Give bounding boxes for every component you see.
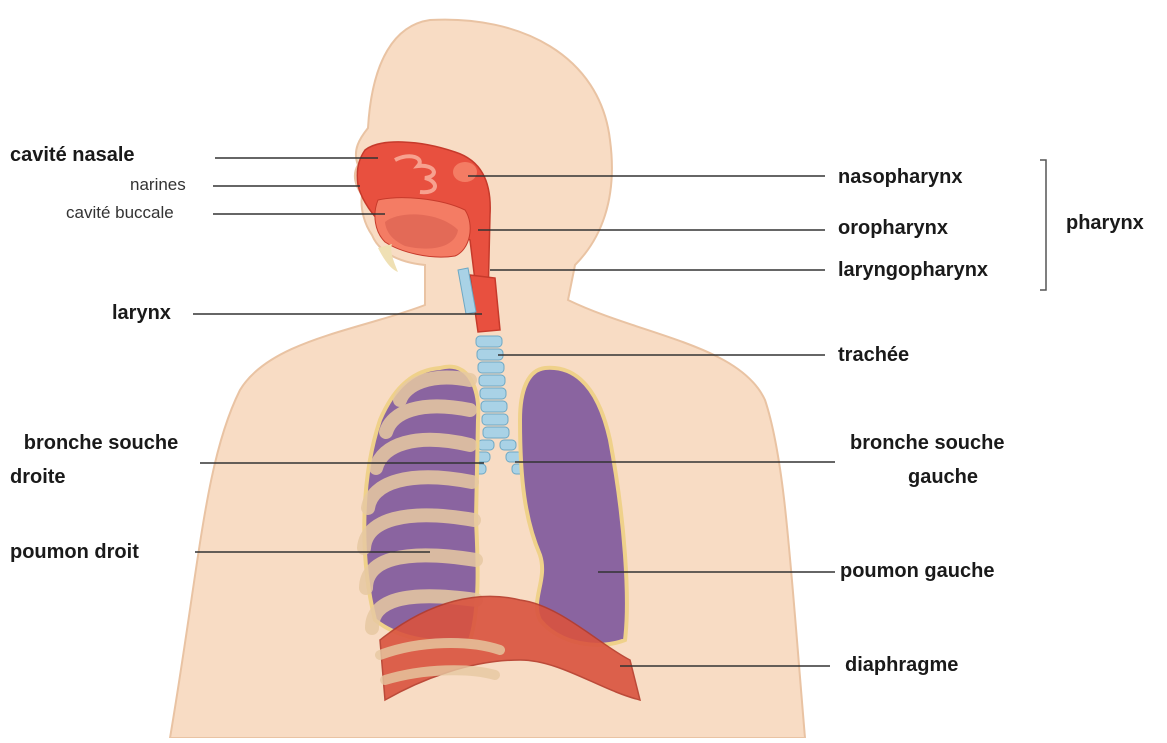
label-nasopharynx: nasopharynx <box>838 166 962 189</box>
label-poumon-gauche: poumon gauche <box>840 560 994 583</box>
label-larynx: larynx <box>112 302 171 325</box>
label-laryngopharynx: laryngopharynx <box>838 259 988 282</box>
label-bronche-souche-droite: bronche souche <box>10 432 192 455</box>
label-trachee: trachée <box>838 344 909 367</box>
nasopharynx-shape <box>453 162 477 182</box>
label-narines: narines <box>130 175 186 195</box>
label-diaphragme: diaphragme <box>845 654 958 677</box>
label-bronche-gauche-line1: bronche souche <box>850 432 1004 455</box>
label-bronche-droite-line1: bronche souche <box>10 432 192 455</box>
label-pharynx: pharynx <box>1066 212 1144 235</box>
label-poumon-droit: poumon droit <box>10 541 139 564</box>
label-bronche-gauche-line2: gauche <box>908 466 978 489</box>
label-cavite-nasale: cavité nasale <box>10 144 135 167</box>
label-cavite-buccale: cavité buccale <box>66 203 174 223</box>
label-bronche-droite-line2: droite <box>10 466 66 489</box>
pharynx-bracket <box>1040 160 1046 290</box>
label-oropharynx: oropharynx <box>838 217 948 240</box>
